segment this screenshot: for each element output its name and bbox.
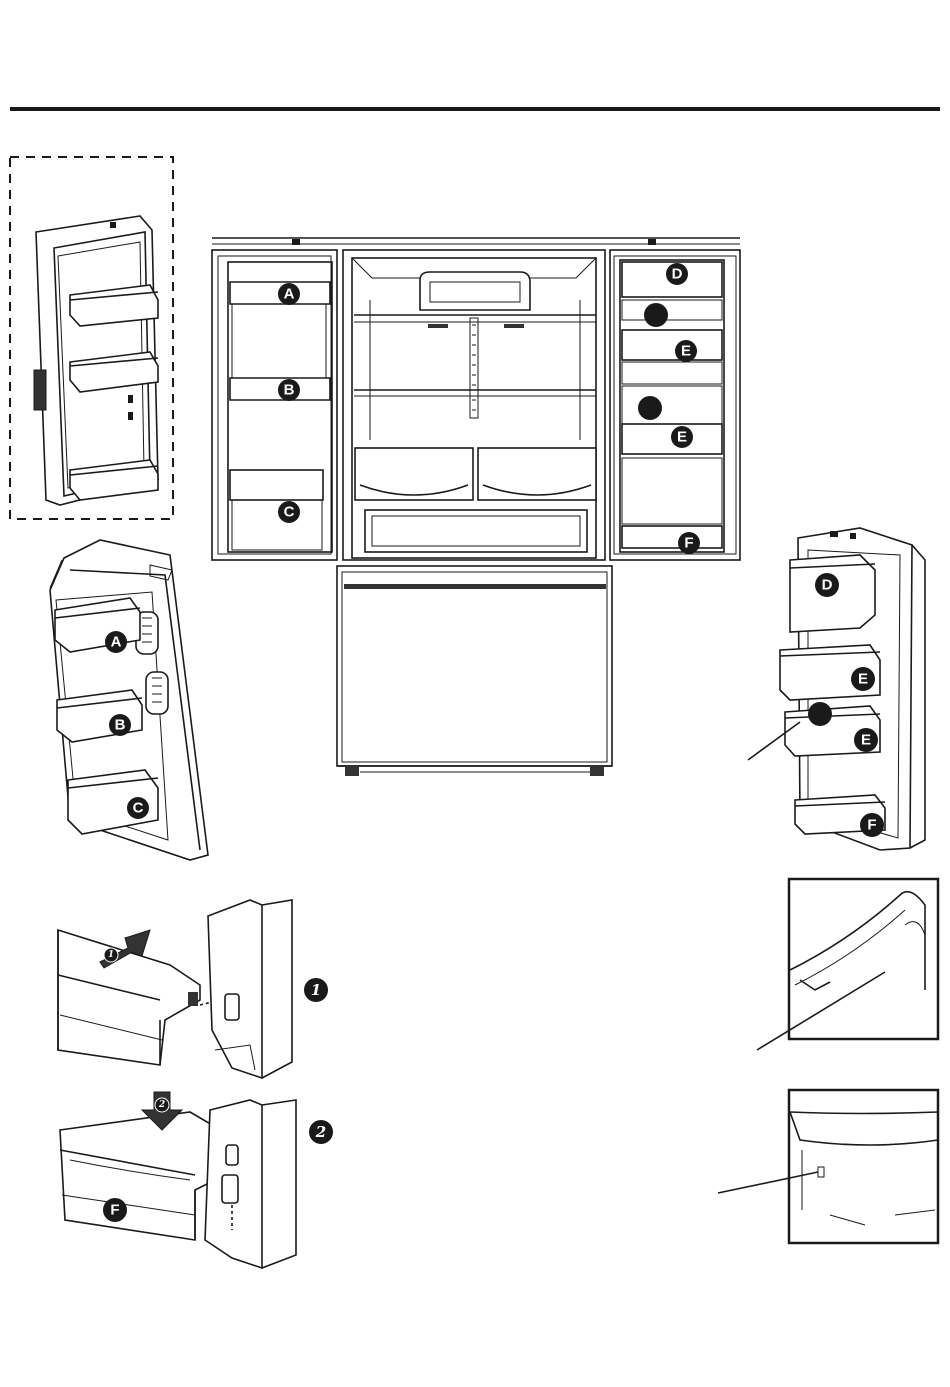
arrow-1-marker: 1: [104, 948, 118, 962]
svg-text:A: A: [284, 286, 295, 303]
badge-fridge-dot-1: [644, 303, 668, 327]
badge-fridge-a: A: [278, 283, 300, 305]
svg-text:A: A: [111, 634, 122, 651]
svg-text:2: 2: [158, 1100, 165, 1110]
svg-text:F: F: [684, 535, 693, 552]
svg-text:F: F: [867, 817, 876, 834]
badge-fridge-e2: E: [671, 426, 693, 448]
badge-left-b: B: [109, 714, 131, 736]
svg-text:E: E: [861, 732, 871, 749]
svg-text:E: E: [677, 429, 687, 446]
badge-fridge-dot-2: [638, 396, 662, 420]
badge-fridge-d: D: [666, 263, 688, 285]
svg-text:D: D: [672, 266, 683, 283]
badge-right-e1: E: [851, 667, 875, 691]
step-2-marker: 2: [309, 1120, 333, 1144]
arrow-2-marker: 2: [155, 1098, 169, 1112]
badge-right-d: D: [815, 573, 839, 597]
badge-fridge-c: C: [278, 501, 300, 523]
badge-right-dot: [808, 702, 832, 726]
badge-right-f: F: [860, 813, 884, 837]
dispenser-door-inset: [10, 157, 173, 519]
svg-text:B: B: [115, 717, 126, 734]
svg-text:2: 2: [315, 1123, 326, 1141]
badge-fridge-e1: E: [675, 340, 697, 362]
svg-text:1: 1: [108, 950, 114, 960]
svg-text:B: B: [284, 382, 295, 399]
svg-text:F: F: [110, 1202, 119, 1219]
step-2-illustration: [60, 1092, 296, 1268]
badge-bin-f: F: [103, 1198, 127, 1222]
svg-text:C: C: [133, 800, 144, 817]
detail-box-top: [757, 879, 938, 1050]
step-1-illustration: [58, 900, 292, 1078]
badge-fridge-f: F: [678, 532, 700, 554]
svg-text:1: 1: [311, 981, 321, 999]
svg-text:E: E: [681, 343, 691, 360]
badge-left-a: A: [105, 631, 127, 653]
step-1-marker: 1: [304, 978, 328, 1002]
svg-text:D: D: [822, 577, 833, 594]
badge-fridge-b: B: [278, 379, 300, 401]
detail-box-bottom: [718, 1090, 938, 1243]
svg-text:E: E: [858, 671, 868, 688]
badge-left-c: C: [127, 797, 149, 819]
badge-right-e2: E: [854, 728, 878, 752]
right-door-bins-view: [748, 528, 925, 850]
svg-text:C: C: [284, 504, 295, 521]
